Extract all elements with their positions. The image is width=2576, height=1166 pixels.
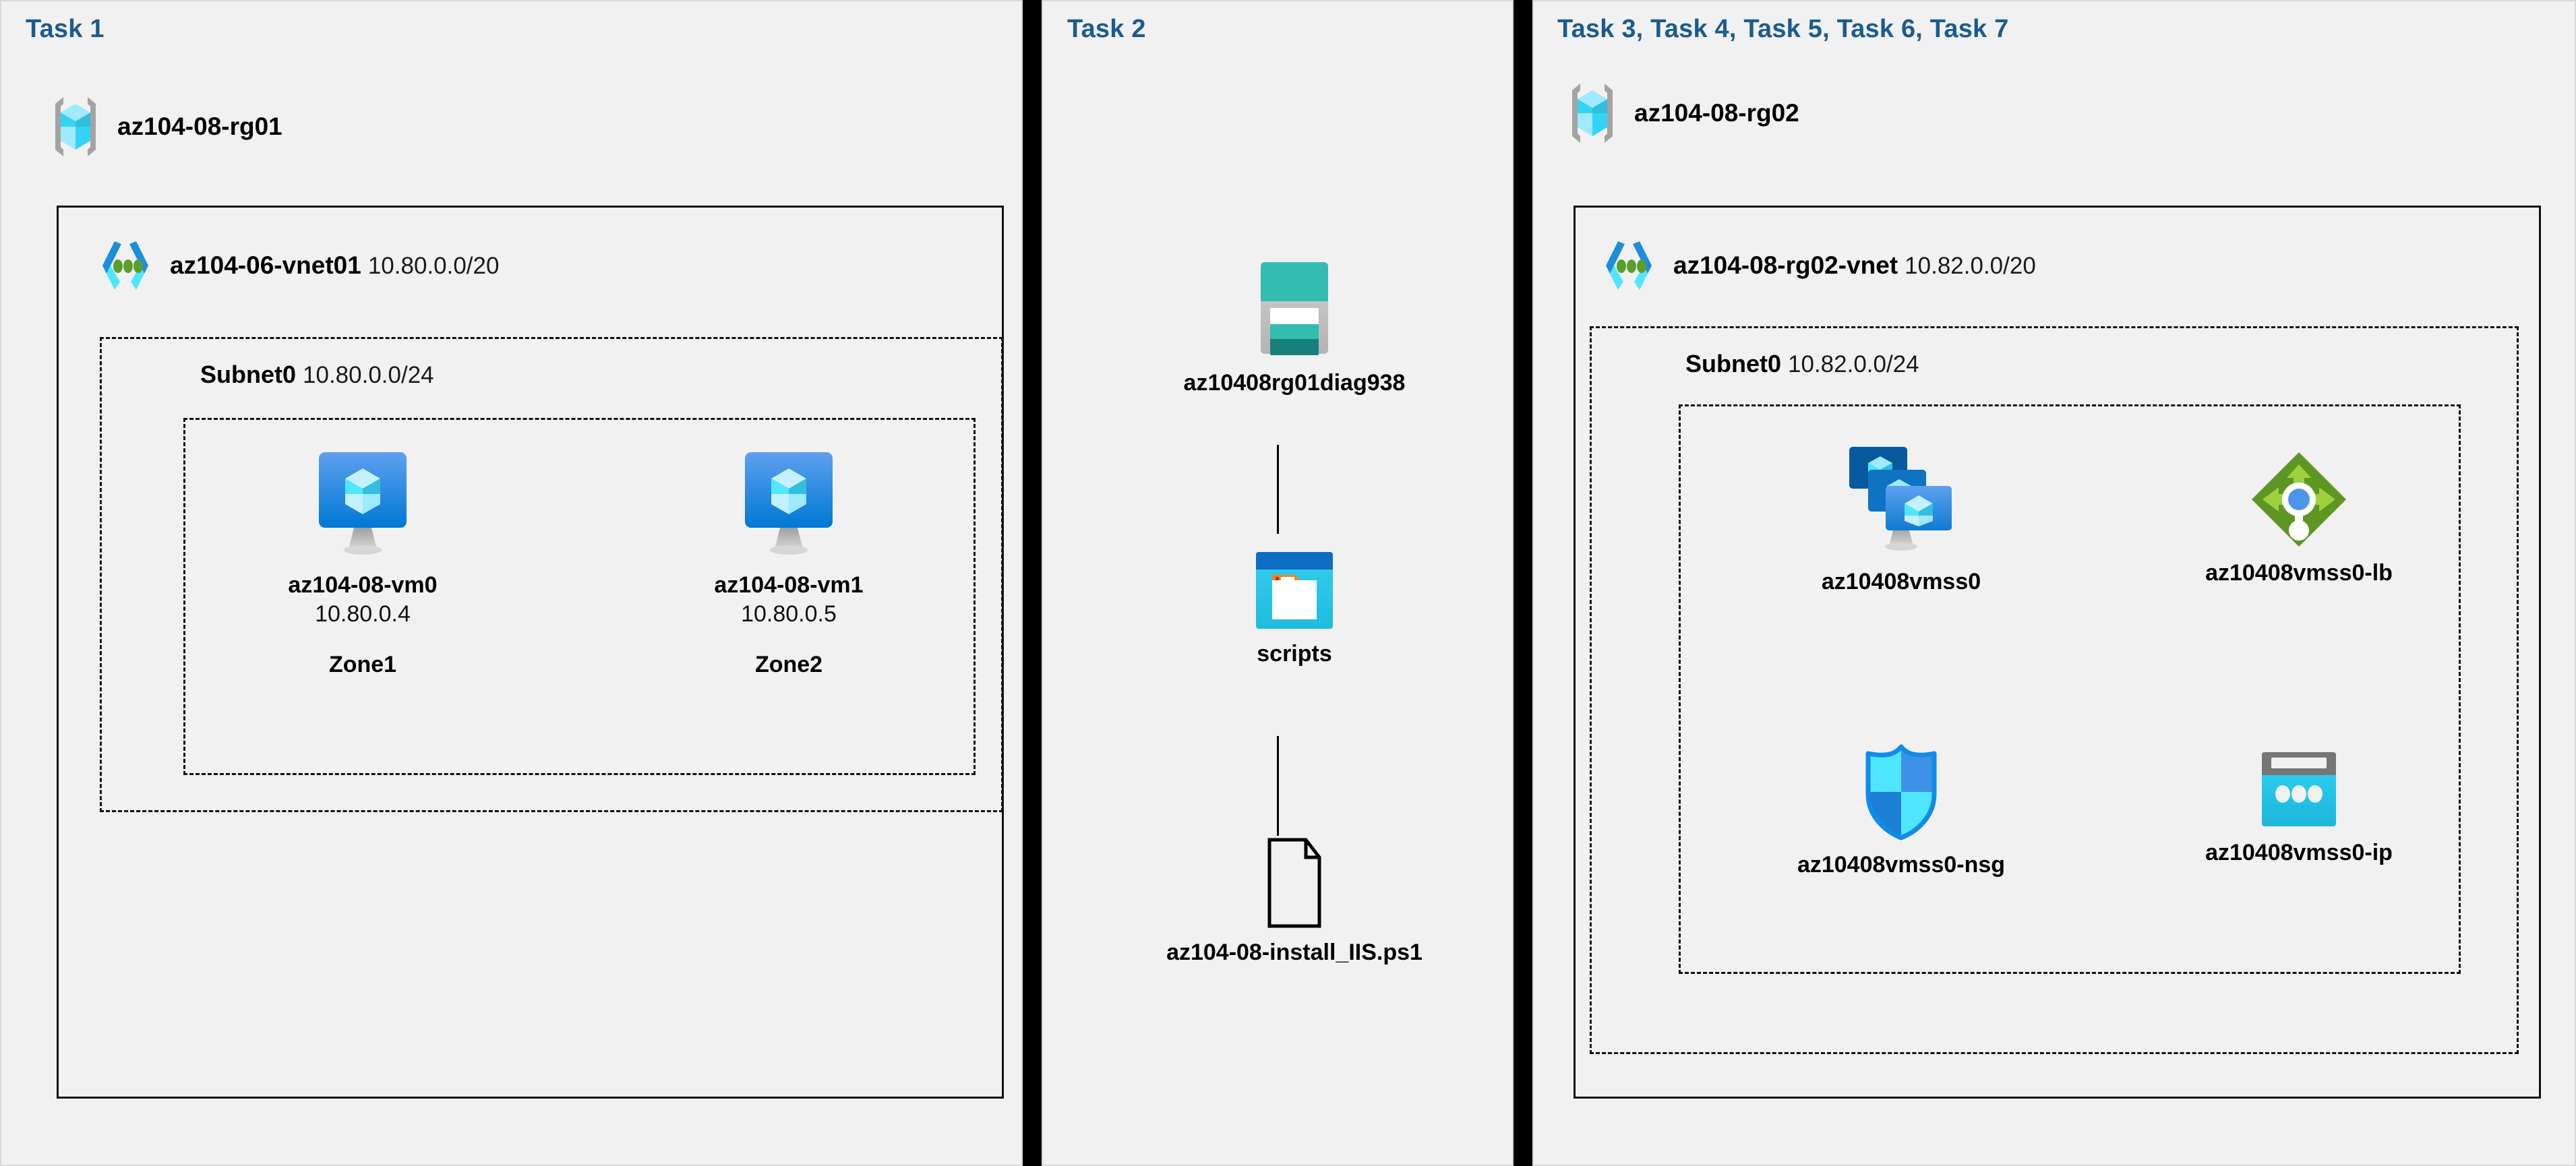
resource-group-name-rg02: az104-08-rg02 [1634, 99, 1799, 127]
vnet-cidr-rg02: 10.82.0.0/20 [1905, 253, 2036, 279]
node-zone-vm0: Zone1 [328, 652, 397, 677]
vnet-container-vnet01 [57, 206, 1004, 1099]
vnet-row-rg02-vnet: az104-08-rg02-vnet 10.82.0.0/20 [1598, 235, 2036, 297]
node-network-security-group[interactable]: az10408vmss0-nsg [1746, 741, 2056, 878]
node-label-public-ip-address: az10408vmss0-ip [2205, 840, 2393, 865]
blob-container-icon [1253, 549, 1336, 632]
virtual-machine-icon [312, 448, 413, 563]
virtual-network-icon [1598, 235, 1660, 297]
task2-title: Task 2 [1067, 15, 1146, 43]
node-label-vm0: az104-08-vm0 [288, 572, 438, 598]
node-vm0[interactable]: az104-08-vm0 10.80.0.4 Zone1 [275, 448, 450, 678]
resource-group-icon [49, 93, 102, 160]
vnet-label-group-rg02: az104-08-rg02-vnet 10.82.0.0/20 [1673, 251, 2036, 280]
node-label-script-file: az104-08-install_IIS.ps1 [1166, 940, 1422, 965]
task1-title: Task 1 [26, 15, 104, 43]
virtual-machine-icon [738, 448, 839, 563]
node-label-blob-container: scripts [1257, 641, 1332, 667]
resource-group-icon [1565, 80, 1619, 147]
virtual-network-icon [94, 235, 156, 297]
connector-storage-to-scripts [1277, 445, 1279, 534]
subnet-container-task1 [100, 337, 1003, 812]
node-label-storage-account: az10408rg01diag938 [1183, 370, 1406, 396]
availability-zone-group [183, 418, 976, 775]
network-security-group-icon [1861, 741, 1941, 842]
subnet-name-task3: Subnet0 [1685, 350, 1782, 377]
node-vm-scale-set[interactable]: az10408vmss0 [1760, 441, 2043, 595]
node-label-load-balancer: az10408vmss0-lb [2205, 560, 2393, 586]
node-ip-vm1: 10.80.0.5 [741, 601, 837, 627]
subnet-container-task3 [1590, 326, 2519, 1054]
file-icon [1257, 836, 1331, 930]
connector-scripts-to-file [1277, 736, 1279, 836]
resource-group-row-rg02: az104-08-rg02 [1565, 80, 1799, 147]
subnet-name-task1: Subnet0 [200, 361, 297, 388]
subnet-cidr-task1: 10.80.0.0/24 [303, 362, 434, 388]
node-public-ip-address[interactable]: az10408vmss0-ip [2144, 748, 2454, 866]
task3-title: Task 3, Task 4, Task 5, Task 6, Task 7 [1557, 15, 2009, 43]
vnet-container-rg02-vnet [1574, 206, 2541, 1099]
node-load-balancer[interactable]: az10408vmss0-lb [2151, 448, 2447, 586]
resource-group-inner-box [1679, 404, 2461, 974]
node-ip-vm0: 10.80.0.4 [315, 601, 411, 627]
panel-divider-2 [1514, 0, 1532, 1166]
storage-account-icon [1250, 259, 1339, 361]
node-label-vm1: az104-08-vm1 [714, 572, 864, 598]
resource-group-name-rg01: az104-08-rg01 [117, 113, 282, 140]
load-balancer-icon [2248, 448, 2350, 551]
resource-group-row-rg01: az104-08-rg01 [49, 93, 282, 160]
node-zone-vm1: Zone2 [754, 652, 823, 677]
public-ip-address-icon [2258, 748, 2340, 830]
vm-scale-set-icon [1843, 441, 1960, 559]
subnet-cidr-task3: 10.82.0.0/24 [1788, 351, 1919, 377]
node-label-vm-scale-set: az10408vmss0 [1821, 569, 1981, 594]
vnet-name-vnet01: az104-06-vnet01 [170, 251, 361, 279]
node-vm1[interactable]: az104-08-vm1 10.80.0.5 Zone2 [701, 448, 876, 678]
vnet-cidr-vnet01: 10.80.0.0/20 [367, 253, 500, 279]
node-storage-account[interactable]: az10408rg01diag938 [1146, 259, 1443, 396]
node-script-file[interactable]: az104-08-install_IIS.ps1 [1146, 836, 1443, 966]
vnet-name-rg02: az104-08-rg02-vnet [1673, 251, 1898, 279]
node-blob-container[interactable]: scripts [1214, 549, 1375, 667]
node-label-network-security-group: az10408vmss0-nsg [1797, 852, 2006, 878]
panel-divider-1 [1023, 0, 1042, 1166]
